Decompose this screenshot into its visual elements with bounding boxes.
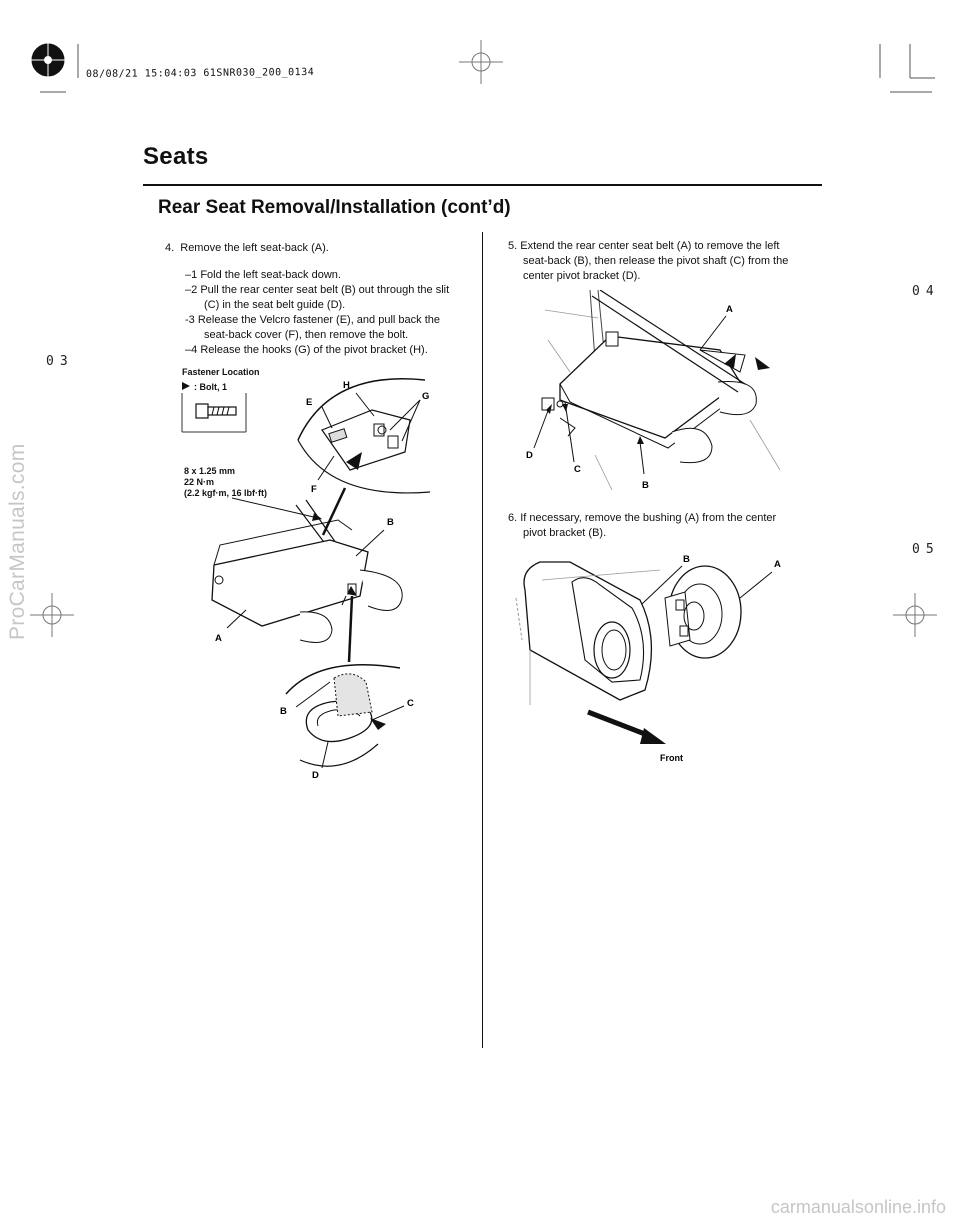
- step-number: 4.: [165, 242, 175, 254]
- label-a: A: [774, 559, 781, 570]
- step-number: 5.: [508, 240, 518, 252]
- label-c: C: [574, 464, 581, 475]
- label-b: B: [642, 480, 649, 491]
- front-arrow-icon: [587, 709, 666, 744]
- label-e: E: [306, 397, 312, 408]
- step-number: 6.: [508, 512, 518, 524]
- label-b: B: [683, 554, 690, 565]
- fastener-location-label: Fastener Location: [182, 367, 260, 377]
- crosshair-target-icon: [30, 593, 74, 637]
- substep-1: –1 Fold the left seat-back down.: [185, 269, 341, 281]
- bolt-label: : Bolt, 1: [194, 382, 227, 392]
- label-b: B: [387, 517, 394, 528]
- label-d: D: [312, 770, 319, 781]
- registration-disc-icon: [26, 38, 70, 82]
- page-number-top-right: 04: [912, 284, 940, 299]
- substep-4: –4 Release the hooks (G) of the pivot br…: [185, 344, 428, 356]
- section-subtitle: Rear Seat Removal/Installation (cont’d): [158, 197, 511, 218]
- torque-spec: 8 x 1.25 mm 22 N·m (2.2 kgf·m, 16 lbf·ft…: [184, 466, 268, 498]
- label-g: G: [422, 391, 429, 402]
- page-number-bottom-right: 05: [912, 542, 940, 557]
- label-a: A: [726, 304, 733, 315]
- step-6: 6. If necessary, remove the bushing (A) …: [508, 511, 798, 541]
- crosshair-target-icon: [893, 593, 937, 637]
- label-h: H: [343, 380, 350, 391]
- title-rule: [143, 184, 822, 186]
- label-a: A: [215, 633, 222, 644]
- step-text: Extend the rear center seat belt (A) to …: [520, 240, 789, 282]
- bushing-removal-figure: B A Front: [515, 554, 781, 763]
- pivot-shaft-release-figure: A D C B: [526, 290, 781, 491]
- substep-3: -3 Release the Velcro fastener (E), and …: [185, 314, 440, 341]
- crosshair-target-icon: [459, 40, 503, 84]
- page-title: Seats: [143, 143, 209, 170]
- step-text: Remove the left seat-back (A).: [180, 242, 329, 254]
- label-b-guide: B: [280, 706, 287, 717]
- label-c: C: [407, 698, 414, 709]
- label-d: D: [526, 450, 533, 461]
- label-f: F: [311, 484, 317, 495]
- bolt-icon: [181, 382, 247, 433]
- step-4: 4. Remove the left seat-back (A).: [165, 241, 475, 256]
- label-front: Front: [660, 753, 683, 763]
- step-text: If necessary, remove the bushing (A) fro…: [520, 512, 777, 539]
- seat-back-removal-figure: H E G F B A B C D: [181, 378, 431, 781]
- bottom-watermark: carmanualsonline.info: [770, 1197, 946, 1217]
- substep-2: –2 Pull the rear center seat belt (B) ou…: [185, 284, 450, 311]
- column-divider: [482, 232, 483, 1048]
- step-5: 5. Extend the rear center seat belt (A) …: [508, 239, 803, 284]
- step-4-substeps: –1 Fold the left seat-back down. –2 Pull…: [185, 268, 465, 358]
- page-number-left: 03: [46, 354, 74, 369]
- print-stamp: 08/08/21 15:04:03 61SNR030_200_0134: [85, 67, 315, 80]
- bushing-icon: [664, 565, 742, 659]
